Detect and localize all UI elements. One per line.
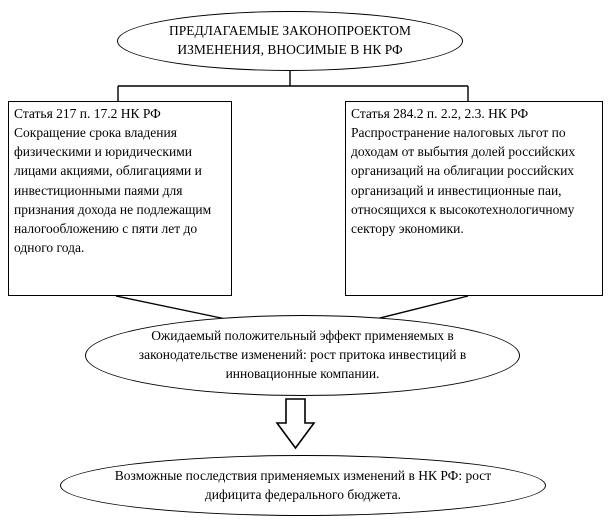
block-down-arrow	[275, 398, 316, 450]
expected-effect-text: Ожидаемый положительный эффект применяем…	[138, 328, 467, 381]
title-ellipse: ПРЕДЛАГАЕМЫЕ ЗАКОНОПРОЕКТОМ ИЗМЕНЕНИЯ, В…	[117, 11, 463, 71]
article-217-text: Статья 217 п. 17.2 НК РФ Сокращение срок…	[14, 106, 212, 256]
title-ellipse-text: ПРЕДЛАГАЕМЫЕ ЗАКОНОПРОЕКТОМ ИЗМЕНЕНИЯ, В…	[168, 23, 412, 57]
article-284-text: Статья 284.2 п. 2.2, 2.3. НК РФ Распрост…	[351, 106, 576, 236]
possible-consequences-ellipse: Возможные последствия применяемых измене…	[60, 455, 546, 516]
connector-title-to-boxes	[117, 71, 469, 101]
article-217-box: Статья 217 п. 17.2 НК РФ Сокращение срок…	[8, 101, 232, 296]
expected-effect-ellipse: Ожидаемый положительный эффект применяем…	[85, 315, 520, 396]
possible-consequences-text: Возможные последствия применяемых измене…	[114, 467, 492, 502]
article-284-box: Статья 284.2 п. 2.2, 2.3. НК РФ Распрост…	[345, 101, 603, 296]
